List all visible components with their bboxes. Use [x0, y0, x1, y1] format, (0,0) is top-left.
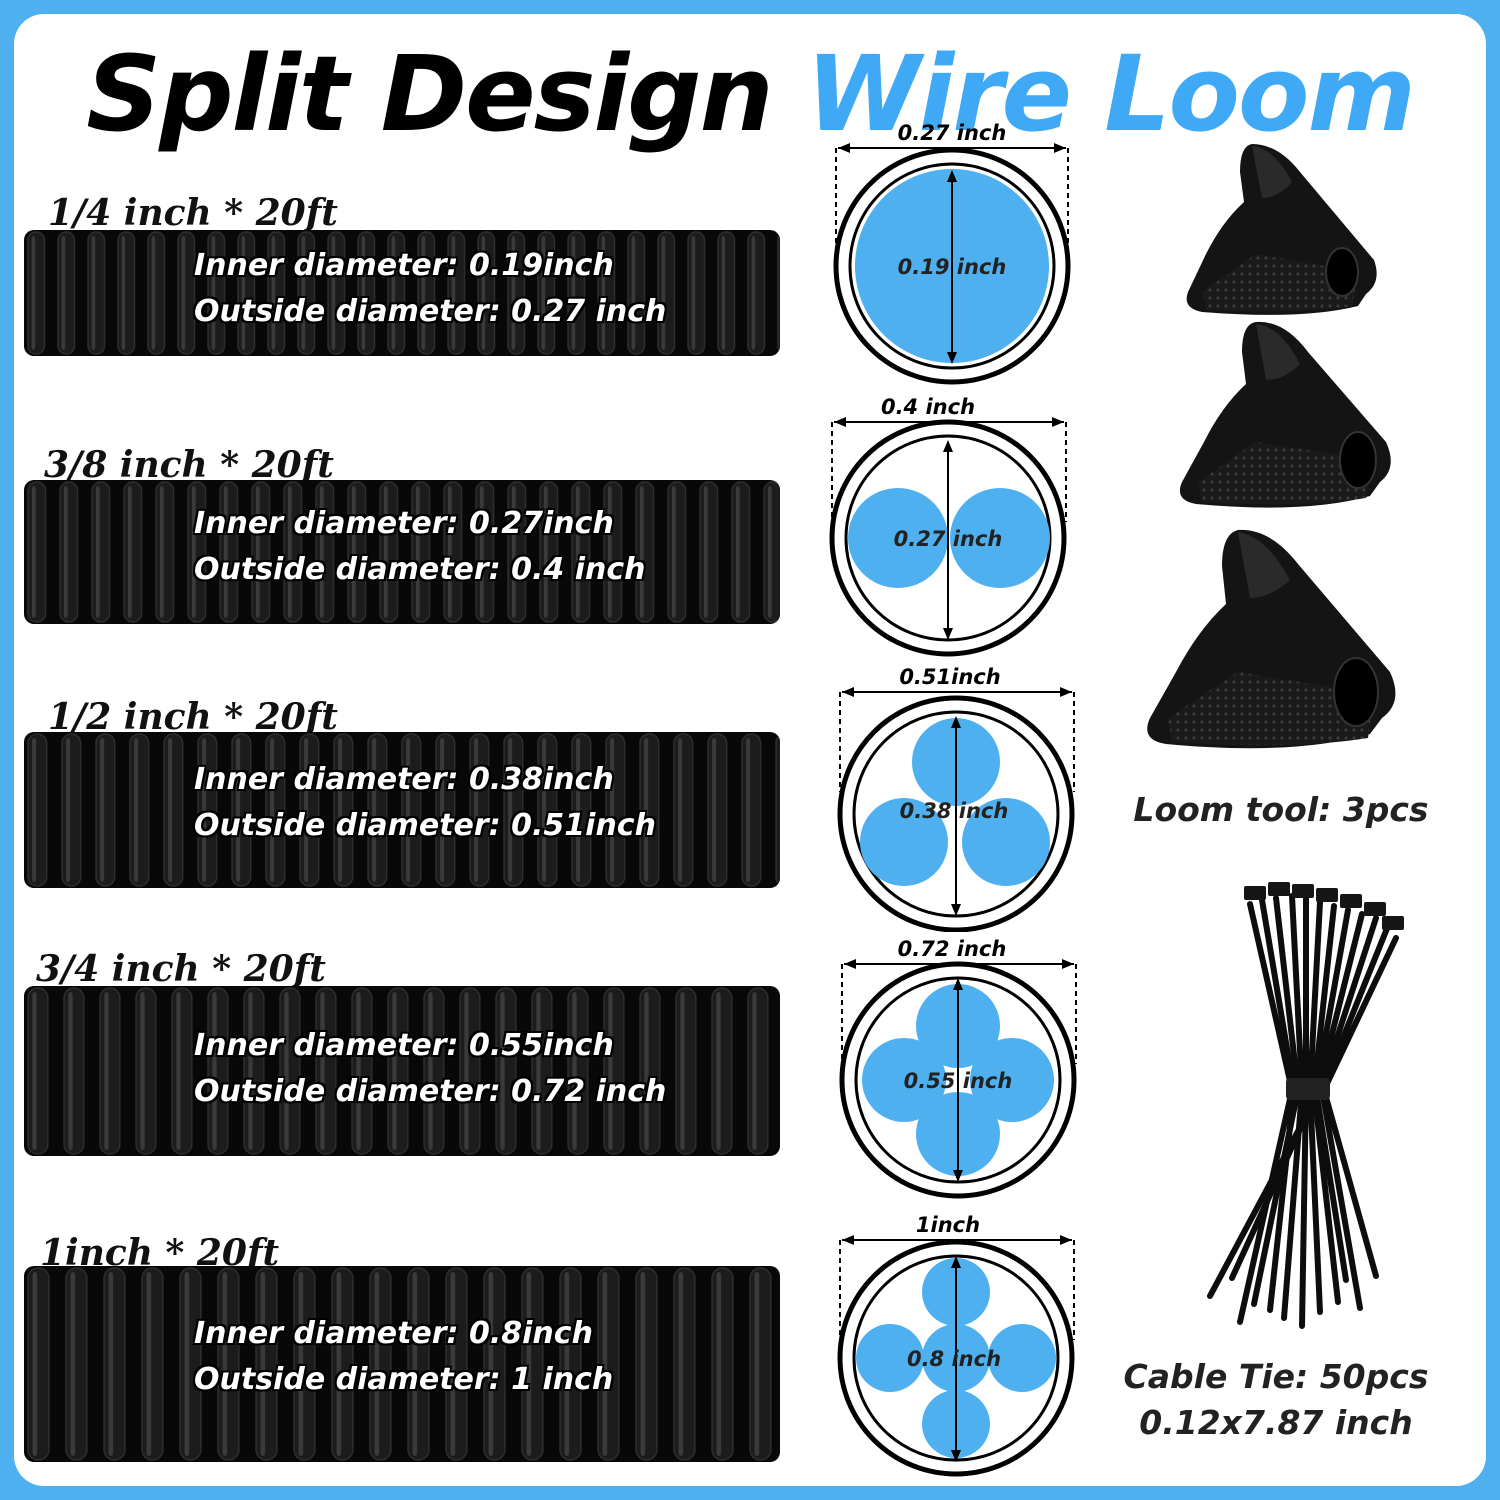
row-1-loom-image: Inner diameter: 0.19inch Outside diamete… — [24, 230, 780, 356]
loom-ribs — [27, 1267, 772, 1461]
row-4-inner-diameter: Inner diameter: 0.55inch — [194, 1028, 614, 1063]
row-3-size-diagram: 0.51inch 0.38 inch — [834, 662, 1094, 936]
title-part-1: Split Design — [86, 33, 773, 155]
row-2-label: 3/8 inch * 20ft — [44, 444, 334, 486]
row-1-outer-dimension: 0.27 inch — [898, 121, 1007, 145]
row-1-inner-dimension: 0.19 inch — [898, 255, 1007, 279]
row-4-label: 3/4 inch * 20ft — [36, 948, 326, 990]
row-2-inner-dimension: 0.27 inch — [894, 527, 1003, 551]
loom-tool-image — [1124, 134, 1444, 758]
cable-tie-count: Cable Tie: 50pcs — [1123, 1357, 1429, 1396]
product-panel: Split Design Wire Loom 1/4 inch * 20ft I… — [14, 14, 1486, 1486]
row-3-outer-dimension: 0.51inch — [899, 665, 1000, 689]
row-2-outside-diameter: Outside diameter: 0.4 inch — [194, 552, 646, 587]
loom-ribs — [27, 231, 780, 355]
row-1-outside-diameter: Outside diameter: 0.27 inch — [194, 294, 667, 329]
loom-ribs — [27, 733, 780, 887]
title-part-2: Wire Loom — [805, 33, 1416, 155]
page-title: Split Design Wire Loom — [14, 24, 1486, 164]
row-3-label: 1/2 inch * 20ft — [48, 696, 338, 738]
loom-ribs — [27, 987, 769, 1155]
row-5-size-diagram: 1inch 0.8 inch — [834, 1210, 1094, 1484]
row-2-outer-dimension: 0.4 inch — [881, 395, 975, 419]
cable-tie-size: 0.12x7.87 inch — [1139, 1403, 1413, 1442]
row-2-loom-image: Inner diameter: 0.27inch Outside diamete… — [24, 480, 780, 624]
cable-tie-label: Cable Tie: 50pcs 0.12x7.87 inch — [1106, 1354, 1446, 1446]
row-4-inner-dimension: 0.55 inch — [904, 1069, 1013, 1093]
cable-tie-image — [1144, 880, 1424, 1354]
row-5-outer-dimension: 1inch — [916, 1213, 980, 1237]
loom-ribs — [27, 481, 780, 623]
row-5-inner-diameter: Inner diameter: 0.8inch — [194, 1316, 593, 1351]
loom-tool-label: Loom tool: 3pcs — [1133, 790, 1429, 829]
row-1-inner-diameter: Inner diameter: 0.19inch — [194, 248, 614, 283]
row-1-size-diagram: 0.27 inch 0.19 inch — [828, 118, 1088, 392]
row-2-size-diagram: 0.4 inch 0.27 inch — [826, 392, 1086, 666]
row-5-outside-diameter: Outside diameter: 1 inch — [194, 1362, 614, 1397]
row-4-size-diagram: 0.72 inch 0.55 inch — [836, 934, 1096, 1208]
row-4-outer-dimension: 0.72 inch — [898, 937, 1007, 961]
row-5-inner-dimension: 0.8 inch — [907, 1347, 1001, 1371]
row-3-inner-dimension: 0.38 inch — [900, 799, 1009, 823]
row-4-loom-image: Inner diameter: 0.55inch Outside diamete… — [24, 986, 780, 1156]
row-3-loom-image: Inner diameter: 0.38inch Outside diamete… — [24, 732, 780, 888]
row-3-outside-diameter: Outside diameter: 0.51inch — [194, 808, 656, 843]
row-4-outside-diameter: Outside diameter: 0.72 inch — [194, 1074, 667, 1109]
row-3-inner-diameter: Inner diameter: 0.38inch — [194, 762, 614, 797]
row-2-inner-diameter: Inner diameter: 0.27inch — [194, 506, 614, 541]
row-1-label: 1/4 inch * 20ft — [48, 192, 338, 234]
row-5-loom-image: Inner diameter: 0.8inch Outside diameter… — [24, 1266, 780, 1462]
